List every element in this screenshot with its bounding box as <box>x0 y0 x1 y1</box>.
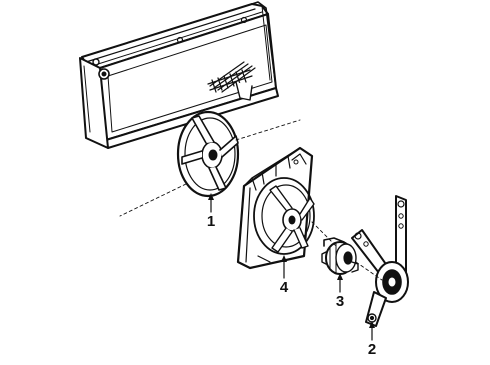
radiator-side-tank <box>79 57 109 149</box>
callout-2: 2 <box>368 341 376 358</box>
fan-blade <box>176 110 240 198</box>
motor-bracket <box>351 195 409 327</box>
alignment-lines <box>119 119 383 281</box>
fan-shroud <box>236 146 315 270</box>
callout-3: 3 <box>336 293 344 310</box>
callout-4: 4 <box>280 279 289 296</box>
radiator-fins <box>207 61 256 93</box>
callout-1: 1 <box>207 213 215 230</box>
fan-motor <box>321 237 359 275</box>
radiator <box>79 1 279 149</box>
callout-arrowheads <box>208 193 375 328</box>
